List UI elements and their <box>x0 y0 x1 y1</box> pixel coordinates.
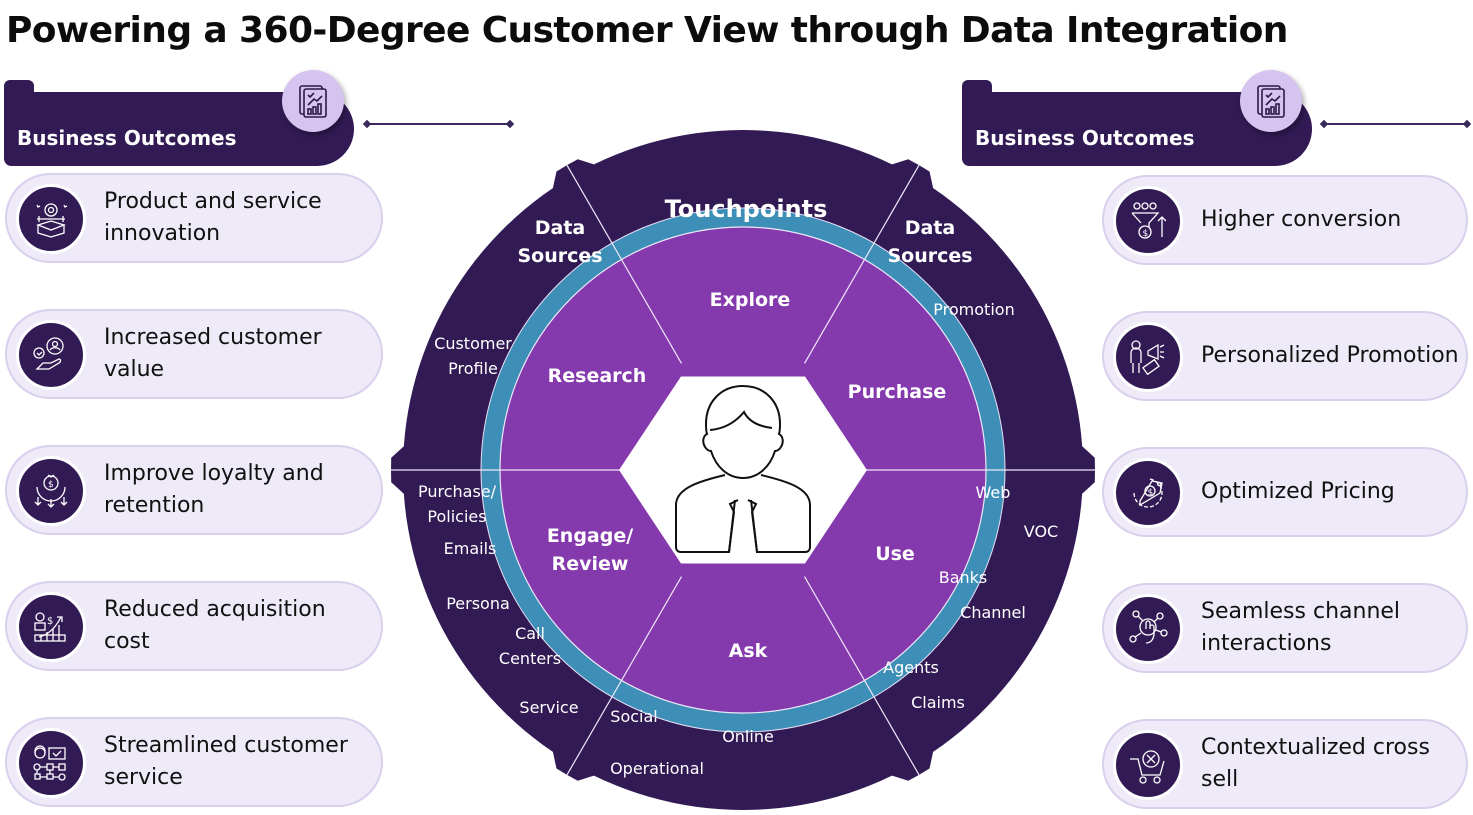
svg-text:$: $ <box>1143 229 1149 239</box>
left-outcome-item: $ Reduced acquisition cost <box>5 581 383 671</box>
customer-person-icon <box>675 384 811 553</box>
shopping-cart-icon <box>1113 730 1183 800</box>
left-outcome-item: Increased customer value <box>5 309 383 399</box>
source-emails: Emails <box>444 539 497 558</box>
source-purchase-policies: Purchase/Policies <box>418 482 497 526</box>
source-promotion: Promotion <box>933 300 1014 319</box>
source-web: Web <box>976 483 1011 502</box>
left-outcome-item: Streamlined customer service <box>5 717 383 807</box>
stage-purchase: Purchase <box>848 381 947 403</box>
stage-research: Research <box>548 365 647 387</box>
source-channel: Channel <box>960 603 1026 622</box>
segment-divider <box>566 576 683 776</box>
source-social: Social <box>610 707 657 726</box>
svg-text:$: $ <box>47 616 53 627</box>
right-outcome-item: $ Higher conversion <box>1102 175 1468 265</box>
touch-network-icon <box>1113 594 1183 664</box>
segment-divider <box>803 576 920 776</box>
money-bag-retention-icon: $ <box>16 456 86 526</box>
svg-text:$: $ <box>48 480 54 490</box>
segment-divider <box>566 164 683 364</box>
source-persona: Persona <box>446 594 510 613</box>
outcome-label: Increased customer value <box>104 325 322 382</box>
right-outcome-item: Personalized Promotion <box>1102 311 1468 401</box>
outcome-label: Improve loyalty and retention <box>104 461 324 518</box>
stage-ask: Ask <box>729 640 768 662</box>
price-tag-gear-icon: $ <box>1113 458 1183 528</box>
right-business-outcomes-header: Business Outcomes <box>962 70 1312 166</box>
segment-divider <box>803 164 920 364</box>
source-operational: Operational <box>610 759 704 778</box>
source-banks: Banks <box>939 568 988 587</box>
left-business-outcomes-header: Business Outcomes <box>4 70 354 166</box>
outcome-label: Streamlined customer service <box>104 733 348 790</box>
source-agents: Agents <box>883 658 939 677</box>
page-title: Powering a 360-Degree Customer View thro… <box>6 10 1288 51</box>
right-outcome-item: Seamless channel interactions <box>1102 583 1468 673</box>
left-outcome-item: $ Improve loyalty and retention <box>5 445 383 535</box>
center-hexagon <box>619 376 867 564</box>
report-chart-icon <box>1240 70 1302 132</box>
source-service: Service <box>519 698 578 717</box>
acquisition-cost-chart-icon: $ <box>16 592 86 662</box>
report-chart-icon <box>282 70 344 132</box>
customer-value-icon <box>16 320 86 390</box>
outcome-label: Product and service innovation <box>104 189 322 246</box>
right-header-label: Business Outcomes <box>975 126 1195 150</box>
right-outcome-item: $ Optimized Pricing <box>1102 447 1468 537</box>
svg-text:$: $ <box>1148 488 1154 498</box>
right-outcome-item: Contextualized cross sell <box>1102 719 1468 809</box>
outcome-label: Optimized Pricing <box>1201 479 1395 504</box>
stage-use: Use <box>875 543 915 565</box>
outcome-label: Reduced acquisition cost <box>104 597 326 654</box>
megaphone-promotion-icon <box>1113 322 1183 392</box>
source-claims: Claims <box>911 693 965 712</box>
outcome-label: Higher conversion <box>1201 207 1402 232</box>
stage-explore: Explore <box>710 289 791 311</box>
funnel-conversion-icon: $ <box>1113 186 1183 256</box>
source-online: Online <box>722 727 774 746</box>
outcome-label: Personalized Promotion <box>1201 343 1459 368</box>
support-flow-icon <box>16 728 86 798</box>
outcome-label: Seamless channel interactions <box>1201 599 1401 656</box>
stage-engage: Engage/Review <box>547 525 633 575</box>
left-outcome-item: Product and service innovation <box>5 173 383 263</box>
outcome-label: Contextualized cross sell <box>1201 735 1430 792</box>
innovation-box-icon <box>16 184 86 254</box>
right-header-connector <box>1324 123 1467 125</box>
touchpoints-label: Touchpoints <box>665 195 828 223</box>
source-voc: VOC <box>1024 522 1058 541</box>
left-header-connector <box>367 123 510 125</box>
left-header-label: Business Outcomes <box>17 126 237 150</box>
